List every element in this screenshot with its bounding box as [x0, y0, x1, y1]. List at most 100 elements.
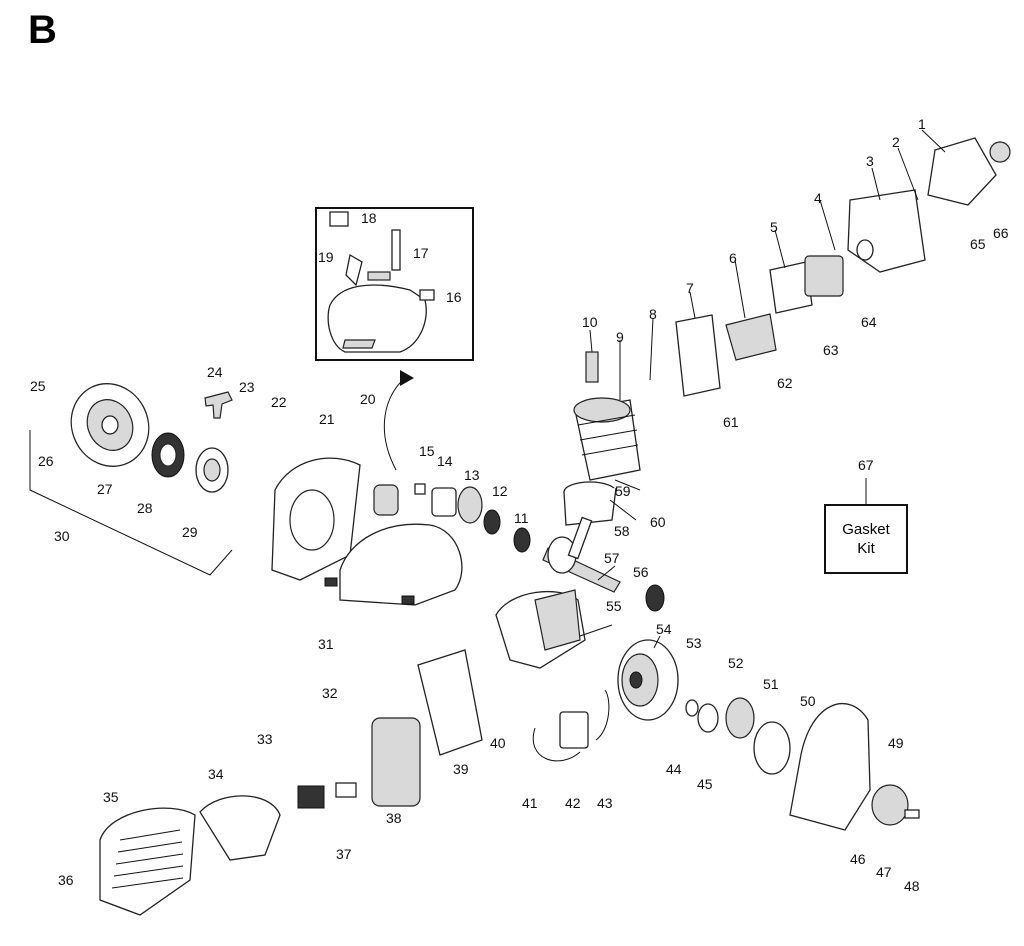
- callout-37: 37: [336, 846, 352, 862]
- starter-cover: [70, 383, 150, 467]
- flywheel: [617, 639, 679, 721]
- callout-62: 62: [777, 375, 793, 391]
- callout-24: 24: [207, 364, 223, 380]
- starter-spring: [151, 432, 185, 478]
- callout-12: 12: [492, 483, 508, 499]
- callout-6: 6: [729, 250, 737, 266]
- callout-32: 32: [322, 685, 338, 701]
- callout-54: 54: [656, 621, 672, 637]
- fuel-tank: [371, 717, 421, 807]
- label-37: [335, 782, 357, 798]
- callout-22: 22: [271, 394, 287, 410]
- callout-27: 27: [97, 481, 113, 497]
- callout-23: 23: [239, 379, 255, 395]
- callout-35: 35: [103, 789, 119, 805]
- callout-25: 25: [30, 378, 46, 394]
- callout-39: 39: [453, 761, 469, 777]
- callout-59: 59: [615, 483, 631, 499]
- heat-shield: [417, 649, 483, 756]
- callout-46: 46: [850, 851, 866, 867]
- crankshaft: [542, 516, 621, 593]
- washer-53: [685, 699, 699, 717]
- callout-44: 44: [666, 761, 682, 777]
- callout-63: 63: [823, 342, 839, 358]
- callout-66: 66: [993, 225, 1009, 241]
- callout-67: 67: [858, 457, 874, 473]
- callout-numbers: 1 2 3 4 5 6 7 8 9 10 11 12 13 14 15 16 1…: [30, 116, 1009, 894]
- gear-housing: [789, 703, 920, 831]
- callout-3: 3: [866, 153, 874, 169]
- callout-38: 38: [386, 810, 402, 826]
- carburetor: [804, 255, 844, 297]
- carb-gasket: [769, 261, 813, 314]
- callout-15: 15: [419, 443, 435, 459]
- inset-air-intake: [327, 211, 435, 353]
- air-filter-cover: [927, 137, 997, 206]
- callout-58: 58: [614, 523, 630, 539]
- callout-48: 48: [904, 878, 920, 894]
- callout-65: 65: [970, 236, 986, 252]
- callout-47: 47: [876, 864, 892, 880]
- gasket-kit-line1: Gasket: [842, 521, 890, 538]
- callout-10: 10: [582, 314, 598, 330]
- callout-42: 42: [565, 795, 581, 811]
- cover-grill-lines: [111, 829, 184, 889]
- gasket-kit-box: Gasket Kit: [824, 504, 908, 574]
- callout-57: 57: [604, 550, 620, 566]
- callout-5: 5: [770, 219, 778, 235]
- filter-parts: [414, 483, 501, 535]
- callout-17: 17: [413, 245, 429, 261]
- callout-51: 51: [763, 676, 779, 692]
- callout-30: 30: [54, 528, 70, 544]
- callout-26: 26: [38, 453, 54, 469]
- callout-14: 14: [437, 453, 453, 469]
- engine-cover-36: [99, 807, 196, 916]
- piston: [563, 481, 617, 526]
- callout-34: 34: [208, 766, 224, 782]
- air-box: [847, 189, 926, 273]
- bearing-left: [513, 527, 531, 553]
- callout-7: 7: [686, 280, 694, 296]
- callout-16: 16: [446, 289, 462, 305]
- crankcase: [495, 589, 586, 669]
- intake-manifold: [725, 313, 777, 361]
- callout-52: 52: [728, 655, 744, 671]
- callout-56: 56: [633, 564, 649, 580]
- callout-4: 4: [814, 190, 822, 206]
- callout-64: 64: [861, 314, 877, 330]
- engine-cover-34: [199, 795, 281, 861]
- intake-housing: [324, 484, 463, 606]
- callout-53: 53: [686, 635, 702, 651]
- callout-36: 36: [58, 872, 74, 888]
- spark-plug: [585, 351, 599, 383]
- callout-40: 40: [490, 735, 506, 751]
- grill-33: [297, 785, 325, 809]
- callout-45: 45: [697, 776, 713, 792]
- ignition-wire: [532, 727, 581, 762]
- starter-pulley: [195, 447, 229, 493]
- fan-housing: [271, 457, 361, 581]
- clutch-drum-51: [753, 721, 791, 775]
- callout-60: 60: [650, 514, 666, 530]
- callout-33: 33: [257, 731, 273, 747]
- callout-21: 21: [319, 411, 335, 427]
- callout-49: 49: [888, 735, 904, 751]
- gasket-kit-line2: Kit: [857, 540, 875, 557]
- starter-handle: [204, 391, 233, 419]
- callout-18: 18: [361, 210, 377, 226]
- washer: [856, 239, 874, 261]
- callout-28: 28: [137, 500, 153, 516]
- callout-50: 50: [800, 693, 816, 709]
- callout-9: 9: [616, 329, 624, 345]
- muffler-plate: [675, 314, 721, 397]
- clutch-plate-45: [697, 703, 719, 733]
- callout-8: 8: [649, 306, 657, 322]
- callout-20: 20: [360, 391, 376, 407]
- callout-1: 1: [918, 116, 926, 132]
- callout-31: 31: [318, 636, 334, 652]
- callout-61: 61: [723, 414, 739, 430]
- leader-lines: [579, 129, 946, 649]
- callout-11: 11: [514, 510, 529, 526]
- cylinder: [573, 397, 641, 481]
